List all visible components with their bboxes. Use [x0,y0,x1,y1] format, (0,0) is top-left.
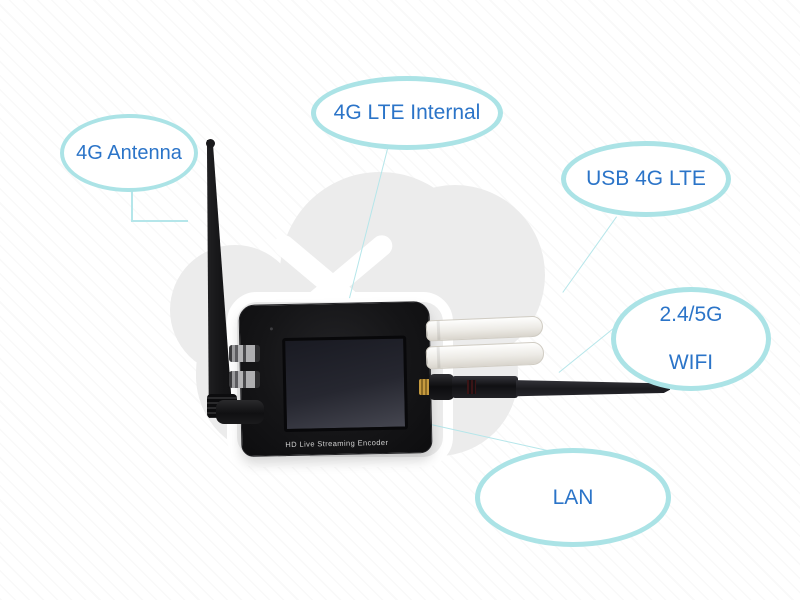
device-screen [282,335,409,433]
wifi-antenna-barrel [452,376,518,398]
connector-line-4g-antenna [131,220,188,222]
dongle-collar [436,320,441,340]
callout-usb-4g-lte: USB 4G LTE [561,141,731,217]
connector-line-4g-antenna [131,186,133,221]
callout-4g-lte-internal: 4G LTE Internal [311,76,503,150]
bnc-connector-top [229,345,260,362]
usb-4g-dongle-bottom [425,341,545,370]
callout-4g-antenna: 4G Antenna [60,114,198,192]
wifi-antenna-rod [516,380,670,397]
wifi-antenna-marking [467,380,476,394]
led-hole [269,327,273,331]
callout-4g-antenna-label: 4G Antenna [76,141,182,164]
4g-antenna-tip [206,139,215,148]
dongle-collar [436,346,441,369]
device-body: HD Live Streaming Encoder [238,301,433,457]
callout-usb-4g-lte-label: USB 4G LTE [586,167,706,190]
callout-4g-lte-internal-label: 4G LTE Internal [333,101,481,124]
callout-wifi-line2: WIFI [668,351,714,374]
sma-gold-connector [419,379,431,395]
callout-wifi: 2.4/5G WIFI [611,287,771,391]
callout-wifi-line1: 2.4/5G [659,303,723,326]
bnc-connector-bottom [229,371,260,388]
callout-lan: LAN [475,448,671,547]
wifi-antenna-connector [429,374,454,400]
4g-antenna-elbow-joint [216,400,264,424]
callout-lan-label: LAN [552,485,594,509]
device-front-label: HD Live Streaming Encoder [285,437,389,450]
